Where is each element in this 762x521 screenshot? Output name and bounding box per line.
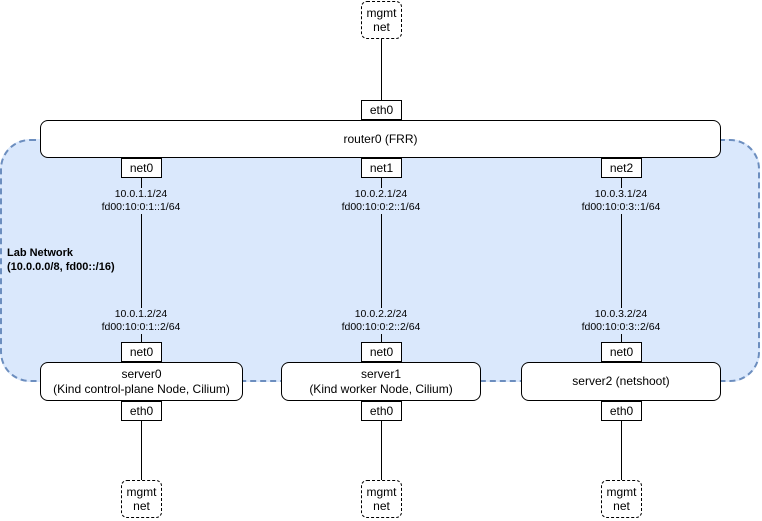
- server2-name: server2 (netshoot): [572, 374, 670, 388]
- router-net1-label: net1: [369, 161, 394, 175]
- server0-net0-port: net0: [121, 342, 162, 362]
- link-net0: [141, 177, 142, 343]
- mgmt-net-server0: mgmt net: [121, 480, 162, 518]
- router-net0-label: net0: [129, 161, 154, 175]
- mgmt-line2: net: [613, 499, 630, 513]
- router0-node: router0 (FRR): [40, 120, 721, 158]
- server0-eth0-port: eth0: [121, 401, 162, 421]
- mgmt-net-server2: mgmt net: [601, 480, 642, 518]
- server1-eth0-port: eth0: [361, 401, 402, 421]
- ipv4-address: 10.0.1.2/24: [76, 308, 206, 321]
- router-net2-ip: 10.0.3.1/24 fd00:10:0:3::1/64: [556, 188, 686, 214]
- server2-node: server2 (netshoot): [521, 362, 721, 401]
- server2-net0-port: net0: [601, 342, 642, 362]
- link-net2: [621, 177, 622, 343]
- router-net1-port: net1: [361, 158, 402, 178]
- server0-net0-label: net0: [129, 345, 154, 359]
- ipv6-address: fd00:10:0:2::2/64: [316, 321, 446, 334]
- ipv4-address: 10.0.2.2/24: [316, 308, 446, 321]
- ipv6-address: fd00:10:0:3::1/64: [556, 201, 686, 214]
- lab-network-subnet: (10.0.0.0/8, fd00::/16): [7, 261, 115, 273]
- mgmt-line2: net: [373, 20, 390, 34]
- router-net1-ip: 10.0.2.1/24 fd00:10:0:2::1/64: [316, 188, 446, 214]
- server1-net0-port: net0: [361, 342, 402, 362]
- server0-name: server0: [121, 366, 162, 381]
- server0-node: server0 (Kind control-plane Node, Cilium…: [40, 362, 243, 401]
- server2-eth0-label: eth0: [609, 404, 634, 418]
- server1-node: server1 (Kind worker Node, Cilium): [281, 362, 481, 401]
- ipv4-address: 10.0.1.1/24: [76, 188, 206, 201]
- lab-network-title: Lab Network: [7, 247, 74, 259]
- link-mgmt-router: [381, 39, 382, 101]
- mgmt-line1: mgmt: [606, 485, 637, 499]
- mgmt-net-server1: mgmt net: [361, 480, 402, 518]
- ipv4-address: 10.0.3.1/24: [556, 188, 686, 201]
- ipv6-address: fd00:10:0:3::2/64: [556, 321, 686, 334]
- ipv6-address: fd00:10:0:1::2/64: [76, 321, 206, 334]
- server1-net0-label: net0: [369, 345, 394, 359]
- router-eth0-port: eth0: [361, 100, 402, 120]
- mgmt-net-top: mgmt net: [361, 1, 402, 39]
- server0-role: (Kind control-plane Node, Cilium): [53, 381, 230, 396]
- server2-net0-label: net0: [609, 345, 634, 359]
- mgmt-line1: mgmt: [366, 485, 397, 499]
- server1-eth0-label: eth0: [369, 404, 394, 418]
- link-net1: [381, 177, 382, 343]
- server1-name: server1: [360, 366, 401, 381]
- lab-network-label: Lab Network (10.0.0.0/8, fd00::/16): [7, 246, 115, 274]
- link-server2-mgmt: [621, 420, 622, 481]
- ipv6-address: fd00:10:0:2::1/64: [316, 201, 446, 214]
- mgmt-line1: mgmt: [126, 485, 157, 499]
- link-server1-mgmt: [381, 420, 382, 481]
- server0-eth0-label: eth0: [129, 404, 154, 418]
- mgmt-line2: net: [373, 499, 390, 513]
- ipv4-address: 10.0.2.1/24: [316, 188, 446, 201]
- server1-role: (Kind worker Node, Cilium): [309, 381, 453, 396]
- server2-eth0-port: eth0: [601, 401, 642, 421]
- server2-ip: 10.0.3.2/24 fd00:10:0:3::2/64: [556, 308, 686, 334]
- mgmt-line2: net: [133, 499, 150, 513]
- lab-network-area: [0, 139, 760, 382]
- server1-ip: 10.0.2.2/24 fd00:10:0:2::2/64: [316, 308, 446, 334]
- mgmt-line1: mgmt: [366, 6, 397, 20]
- ipv6-address: fd00:10:0:1::1/64: [76, 201, 206, 214]
- router-net2-label: net2: [609, 161, 634, 175]
- ipv4-address: 10.0.3.2/24: [556, 308, 686, 321]
- server0-ip: 10.0.1.2/24 fd00:10:0:1::2/64: [76, 308, 206, 334]
- link-server0-mgmt: [141, 420, 142, 481]
- router-net0-ip: 10.0.1.1/24 fd00:10:0:1::1/64: [76, 188, 206, 214]
- router-net2-port: net2: [601, 158, 642, 178]
- router0-label: router0 (FRR): [343, 131, 418, 146]
- router-eth0-label: eth0: [369, 103, 394, 117]
- router-net0-port: net0: [121, 158, 162, 178]
